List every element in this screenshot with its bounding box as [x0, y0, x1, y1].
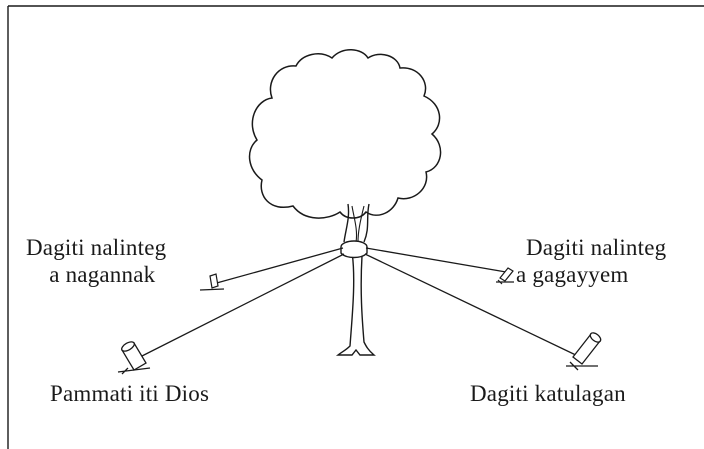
label-bottom-right: Dagiti katulagan	[470, 381, 626, 406]
trunk-fork	[351, 205, 365, 243]
label-top-right-line2: a gagayyem	[516, 262, 629, 287]
label-top-left: Dagiti nalinteg a nagannak	[26, 234, 166, 288]
stake-bottom-left	[117, 341, 151, 375]
tree-trunk	[335, 203, 376, 356]
stake-top-right	[496, 267, 514, 285]
label-top-left-line2: a nagannak	[49, 262, 156, 287]
rope-top-right	[365, 247, 507, 273]
rope-bottom-left	[139, 253, 345, 358]
label-top-right: Dagiti nalinteg a gagayyem	[516, 234, 667, 288]
tree-canopy	[248, 49, 442, 219]
label-top-left-line1: Dagiti nalinteg	[26, 235, 167, 260]
label-bottom-left: Pammati iti Dios	[50, 381, 210, 406]
rope-bottom-right	[364, 253, 583, 359]
rope-top-left	[212, 247, 344, 285]
label-top-right-line1: Dagiti nalinteg	[526, 235, 667, 260]
stake-bottom-right	[566, 332, 602, 371]
stake-top-left	[199, 273, 225, 291]
